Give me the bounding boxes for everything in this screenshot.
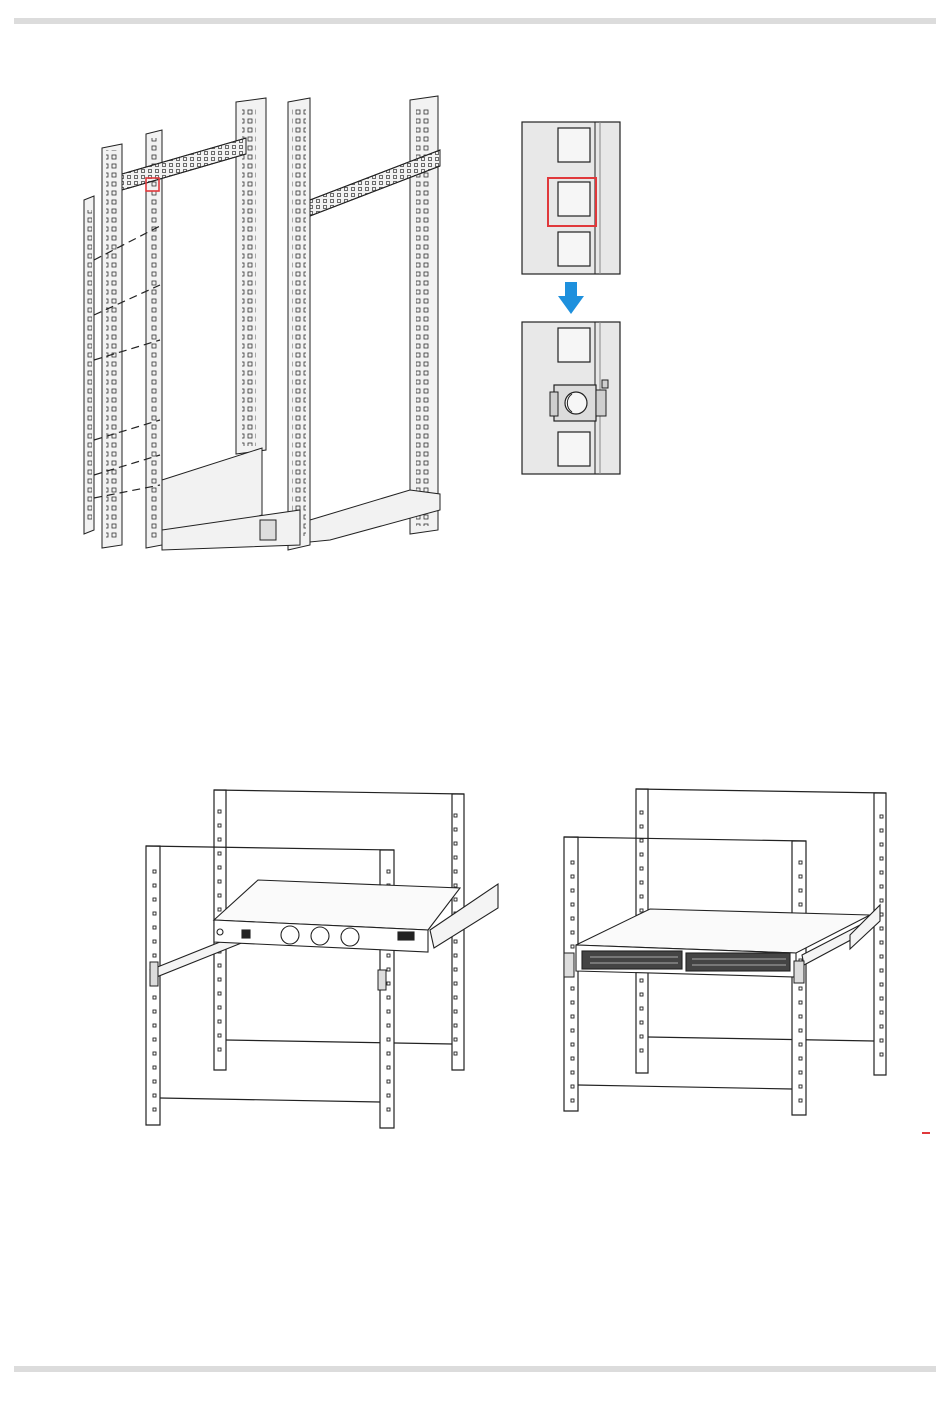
top-rule [14, 18, 936, 24]
red-marker [922, 1132, 930, 1134]
bottom-rule [14, 1366, 936, 1372]
cage-nut-detail-figure [520, 120, 624, 480]
cabinet-figure [70, 90, 470, 560]
front-mount-figure [550, 785, 930, 1145]
rear-mount-figure [130, 780, 510, 1140]
arrow-down-icon [558, 282, 584, 314]
